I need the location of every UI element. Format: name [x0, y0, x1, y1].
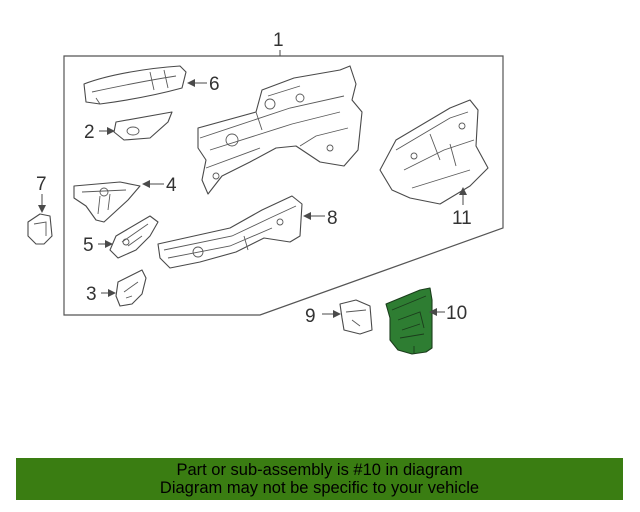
part-7[interactable] [27, 213, 53, 245]
callout-6[interactable]: 6 [209, 74, 220, 95]
callout-5[interactable]: 5 [83, 235, 94, 256]
callout-9[interactable]: 9 [305, 306, 316, 327]
callout-2[interactable]: 2 [84, 122, 95, 143]
parts-diagram: 1 6 2 4 5 3 [27, 30, 504, 355]
assembly-outline [63, 55, 504, 316]
callout-3[interactable]: 3 [86, 284, 97, 305]
part-8[interactable] [157, 195, 303, 269]
part-3[interactable] [115, 269, 147, 307]
part-5[interactable] [109, 215, 159, 259]
callout-4[interactable]: 4 [166, 175, 177, 196]
upper-rail-assembly[interactable] [197, 65, 363, 195]
part-11[interactable] [379, 99, 489, 205]
banner-line-2: Diagram may not be specific to your vehi… [159, 479, 480, 497]
callout-10[interactable]: 10 [446, 303, 467, 324]
part-9[interactable] [339, 299, 373, 335]
part-4[interactable] [73, 181, 141, 223]
part-2[interactable] [113, 111, 173, 141]
callout-1[interactable]: 1 [273, 30, 284, 51]
callout-8[interactable]: 8 [327, 208, 338, 229]
callout-11[interactable]: 11 [452, 208, 472, 229]
info-banner: Part or sub-assembly is #10 in diagram D… [16, 458, 623, 500]
banner-line-1: Part or sub-assembly is #10 in diagram [176, 461, 463, 479]
callout-7[interactable]: 7 [36, 174, 47, 195]
part-10-highlighted[interactable] [385, 287, 433, 355]
part-6[interactable] [83, 65, 187, 105]
